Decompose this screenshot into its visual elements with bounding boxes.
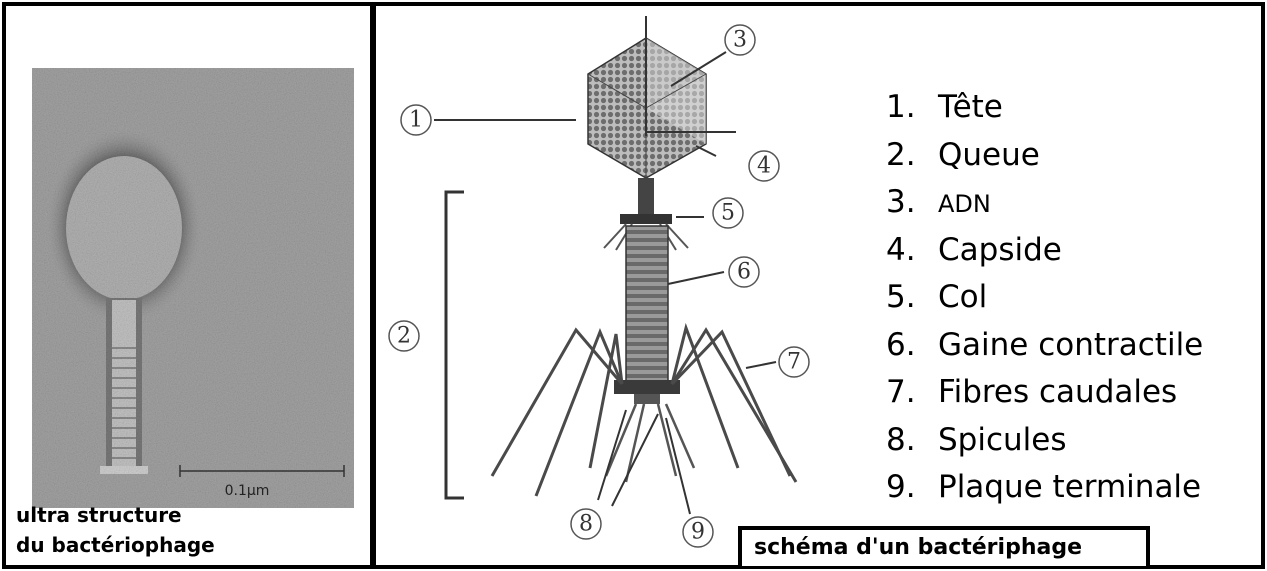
callout-6-label: 6: [737, 260, 751, 285]
callout-2-label: 2: [397, 324, 411, 349]
callout-5-label: 5: [721, 201, 735, 226]
legend-item-label: Plaque terminale: [938, 469, 1201, 505]
spicules: [606, 404, 694, 482]
legend-item-label: Spicules: [938, 422, 1067, 458]
callout-4-label: 4: [757, 154, 771, 179]
legend-item-number: 4.: [886, 227, 938, 275]
legend-item: 1.Tête: [886, 84, 1203, 132]
legend-item-number: 5.: [886, 274, 938, 322]
phage-micrograph-image: 0.1µm: [32, 68, 354, 508]
callout-1-label: 1: [409, 108, 423, 133]
legend-item-number: 3.: [886, 179, 938, 227]
diagram-panel: 1 2 3 4 5 6 7 8: [372, 2, 1265, 569]
legend-item-number: 1.: [886, 84, 938, 132]
legend-item: 4.Capside: [886, 227, 1203, 275]
legend-item-number: 8.: [886, 417, 938, 465]
callout-8: 8: [571, 509, 601, 539]
callout-3-label: 3: [733, 28, 747, 53]
legend-item-label: Fibres caudales: [938, 374, 1177, 410]
legend-list: 1.Tête 2.Queue 3.ADN 4.Capside 5.Col 6.G…: [886, 84, 1203, 512]
callout-8-label: 8: [579, 512, 593, 537]
legend-item-number: 2.: [886, 132, 938, 180]
micrograph-caption-line2: du bactériophage: [16, 530, 215, 560]
head-capsid: [588, 16, 736, 178]
legend-item: 7.Fibres caudales: [886, 369, 1203, 417]
base-plate: [614, 380, 680, 404]
legend-item-label: ADN: [938, 190, 991, 218]
callout-5: 5: [713, 198, 743, 228]
legend-item: 6.Gaine contractile: [886, 322, 1203, 370]
legend-item-label: Col: [938, 279, 987, 315]
callout-9: 9: [683, 517, 713, 547]
legend-item: 3.ADN: [886, 179, 1203, 227]
legend-item-number: 9.: [886, 464, 938, 512]
legend-item: 5.Col: [886, 274, 1203, 322]
legend-item: 2.Queue: [886, 132, 1203, 180]
scale-label: 0.1µm: [225, 483, 270, 499]
callout-4: 4: [749, 151, 779, 181]
legend-item-label: Gaine contractile: [938, 327, 1203, 363]
legend-item-number: 6.: [886, 322, 938, 370]
legend-item: 9.Plaque terminale: [886, 464, 1203, 512]
callout-6: 6: [729, 257, 759, 287]
diagram-caption: schéma d'un bactériphage: [738, 526, 1150, 566]
legend-item-number: 7.: [886, 369, 938, 417]
micrograph-caption: ultra structure du bactériophage: [16, 500, 215, 560]
callout-3: 3: [725, 25, 755, 55]
tail-bracket: [446, 192, 464, 498]
legend-item-label: Tête: [938, 89, 1003, 125]
legend-item-label: Queue: [938, 137, 1040, 173]
micrograph-caption-line1: ultra structure: [16, 500, 215, 530]
callout-7-label: 7: [787, 350, 801, 375]
callout-1: 1: [401, 105, 431, 135]
micrograph-panel: 0.1µm ultra structure du bactériophage: [2, 2, 374, 569]
callout-9-label: 9: [691, 520, 705, 545]
legend-item: 8.Spicules: [886, 417, 1203, 465]
callout-7: 7: [779, 347, 809, 377]
legend-item-label: Capside: [938, 232, 1062, 268]
callout-2: 2: [389, 321, 419, 351]
contractile-sheath: [626, 226, 668, 386]
